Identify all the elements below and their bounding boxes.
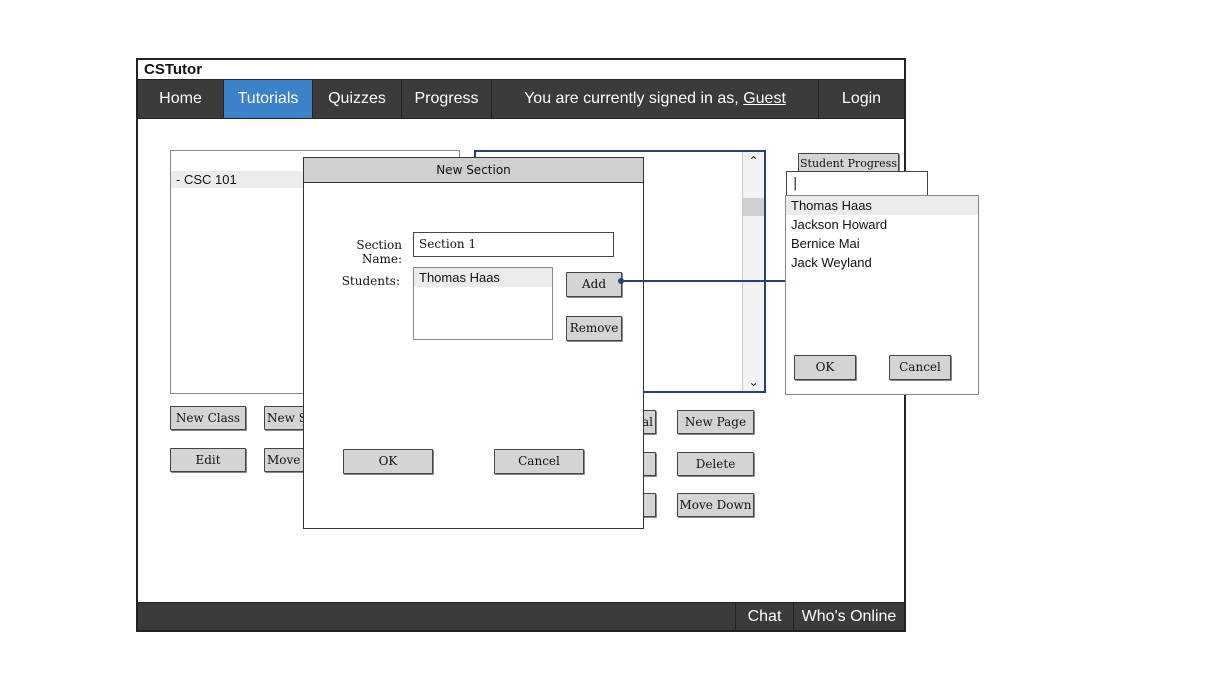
list-item[interactable]: Jack Weyland bbox=[791, 255, 872, 270]
section-name-input[interactable]: Section 1 bbox=[413, 232, 614, 257]
footer-bar: Chat Who's Online bbox=[138, 602, 904, 630]
list-item[interactable]: Thomas Haas bbox=[414, 268, 552, 287]
delete-button[interactable]: Delete bbox=[677, 452, 754, 476]
new-section-dialog: New Section Section Name: Section 1 Stud… bbox=[303, 157, 644, 529]
whos-online-button[interactable]: Who's Online bbox=[793, 603, 904, 630]
signed-in-status: You are currently signed in as, Guest bbox=[492, 80, 819, 118]
signed-in-text: You are currently signed in as, bbox=[524, 90, 739, 107]
picker-cancel-button[interactable]: Cancel bbox=[889, 355, 951, 380]
ok-button[interactable]: OK bbox=[343, 449, 433, 474]
guest-link[interactable]: Guest bbox=[743, 90, 786, 107]
connector-line bbox=[622, 280, 789, 282]
remove-student-button[interactable]: Remove bbox=[566, 316, 622, 341]
cancel-button[interactable]: Cancel bbox=[494, 449, 584, 474]
chevron-up-icon[interactable]: ⌃ bbox=[748, 154, 759, 168]
students-label: Students: bbox=[341, 274, 400, 288]
list-item[interactable]: Bernice Mai bbox=[791, 236, 860, 251]
nav-tutorials[interactable]: Tutorials bbox=[224, 80, 313, 118]
move-down-button[interactable]: Move Down bbox=[677, 493, 754, 517]
new-page-button[interactable]: New Page bbox=[677, 410, 754, 434]
chevron-down-icon[interactable]: ⌄ bbox=[748, 375, 759, 389]
scrollbar[interactable]: ⌃ ⌄ bbox=[742, 152, 764, 391]
nav-quizzes[interactable]: Quizzes bbox=[313, 80, 402, 118]
list-item[interactable]: Thomas Haas bbox=[786, 196, 978, 215]
students-list[interactable]: Thomas Haas bbox=[413, 267, 553, 340]
section-name-label: Section Name: bbox=[356, 238, 402, 266]
nav-home[interactable]: Home bbox=[138, 80, 224, 118]
nav-login[interactable]: Login bbox=[841, 90, 882, 107]
new-class-button[interactable]: New Class bbox=[170, 406, 246, 430]
top-nav: Home Tutorials Quizzes Progress You are … bbox=[138, 79, 904, 119]
nav-progress[interactable]: Progress bbox=[402, 80, 492, 118]
student-search-input[interactable]: | bbox=[786, 171, 928, 197]
chat-button[interactable]: Chat bbox=[735, 603, 793, 630]
add-student-button[interactable]: Add bbox=[566, 272, 622, 297]
app-title: CSTutor bbox=[144, 61, 203, 78]
list-item[interactable]: Jackson Howard bbox=[791, 217, 888, 232]
connector-dot bbox=[618, 278, 624, 284]
scroll-thumb[interactable] bbox=[743, 198, 764, 216]
dialog-title: New Section bbox=[304, 158, 643, 183]
student-picker: Thomas Haas Jackson Howard Bernice Mai J… bbox=[785, 195, 979, 395]
edit-button[interactable]: Edit bbox=[170, 448, 246, 472]
picker-ok-button[interactable]: OK bbox=[794, 355, 856, 380]
